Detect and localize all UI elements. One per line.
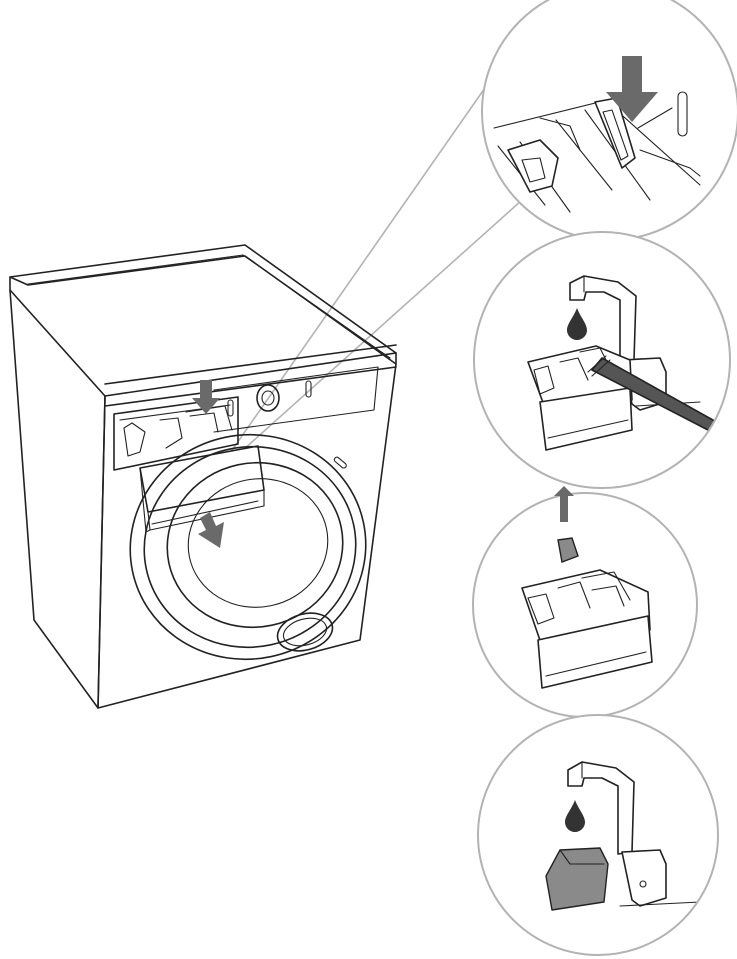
callout-leader-lines	[213, 74, 523, 477]
step-panel-1	[481, 0, 737, 241]
drawer-indicator	[677, 91, 688, 137]
step-panel-3	[472, 486, 698, 718]
water-drop-icon	[567, 308, 587, 340]
washing-machine	[9, 244, 397, 709]
water-drop-icon-2	[565, 800, 585, 832]
press-down-arrow-icon	[192, 380, 220, 414]
control-panel	[213, 366, 379, 433]
program-knob-icon	[256, 384, 280, 412]
drawer-front	[139, 445, 265, 513]
porthole-door	[129, 433, 367, 661]
machine-top	[9, 244, 397, 365]
rinse-cap-under-tap-icon	[545, 847, 609, 911]
water-tap-icon-2	[567, 761, 701, 907]
press-release-latch-icon	[606, 56, 658, 122]
machine-left-side	[9, 289, 106, 709]
siphon-cap	[557, 537, 579, 563]
step-panel-4	[477, 714, 719, 956]
lift-siphon-cap-icon	[554, 486, 574, 522]
machine-front	[97, 363, 397, 709]
service-flap	[276, 612, 334, 652]
step-panel-2	[473, 231, 731, 489]
indicator-light	[227, 399, 234, 417]
pull-out-arrow-icon	[198, 512, 224, 548]
